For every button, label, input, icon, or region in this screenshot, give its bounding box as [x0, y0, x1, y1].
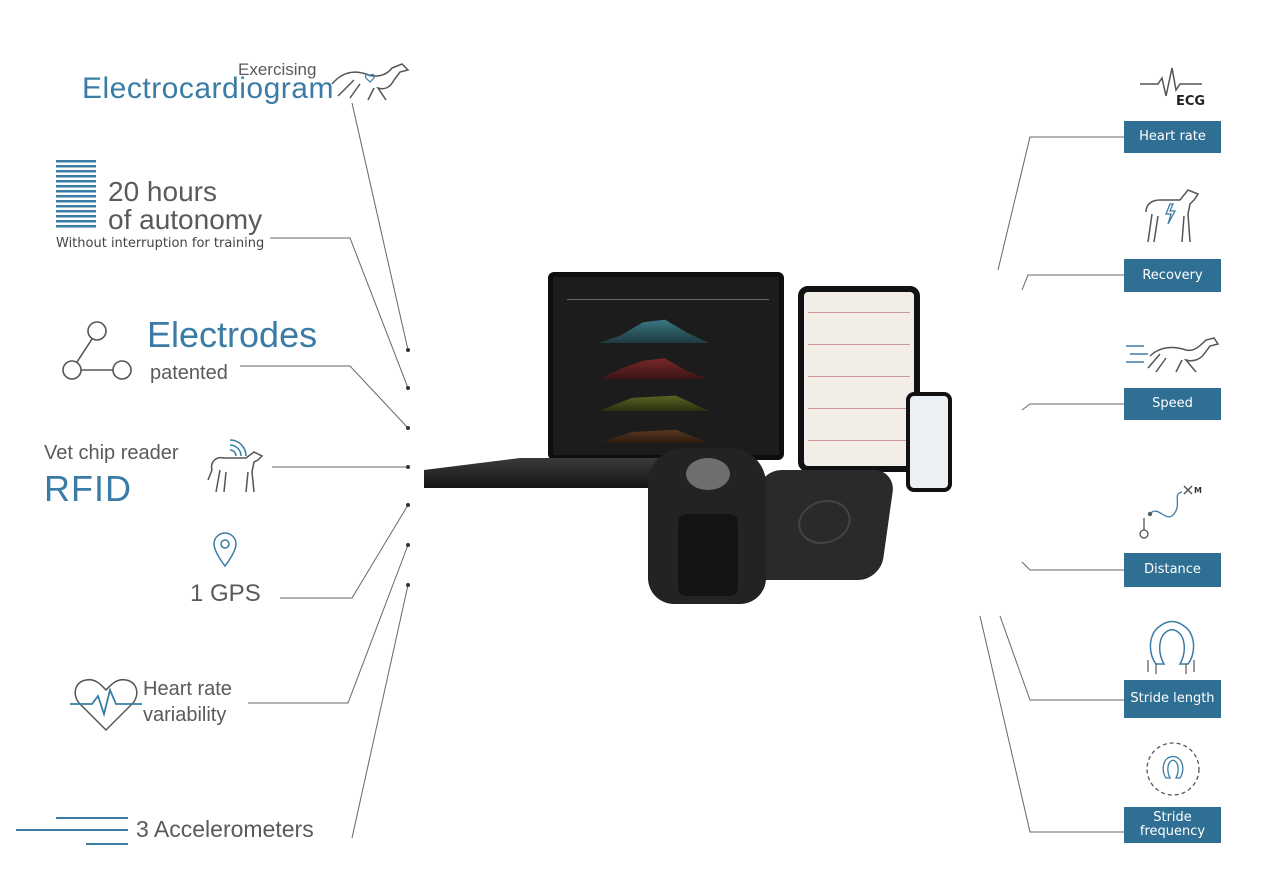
charging-pad: [744, 470, 896, 580]
heart-ecg-icon: [70, 678, 142, 732]
rfid-horse-icon: [207, 439, 264, 493]
electrodes-triangle-icon: [62, 321, 132, 380]
horseshoe-rotation-icon: [1146, 742, 1200, 796]
ecg-label: ECG: [1176, 94, 1206, 109]
horse-lightning-icon: [1145, 189, 1200, 243]
ecg-wave-icon: [1140, 67, 1202, 97]
device-illustration: [422, 272, 1022, 612]
hours-label: 20 hours: [108, 176, 217, 207]
autonomy-label: of autonomy: [108, 204, 263, 235]
gps-pin-icon: [213, 532, 237, 568]
horseshoe-icon: [1147, 620, 1195, 674]
tablet: [798, 286, 920, 472]
galloping-horse-icon: [1126, 337, 1220, 373]
stride-frequency-line-1: Stride: [1153, 810, 1192, 825]
tracker-device: [648, 448, 766, 604]
route-map-icon: M: [1139, 485, 1202, 539]
recovery-badge: Recovery: [1124, 259, 1221, 292]
rfid-label: RFID: [44, 468, 132, 509]
battery-bars-icon: [56, 160, 96, 228]
heart-rate-badge: Heart rate: [1124, 121, 1221, 153]
motion-lines-icon: [16, 817, 128, 845]
phone: [906, 392, 952, 492]
gps-label: 1 GPS: [190, 580, 261, 607]
accelerometers-label: 3 Accelerometers: [136, 816, 314, 842]
stride-frequency-badge: Stride frequency: [1124, 807, 1221, 843]
stride-length-badge: Stride length: [1124, 680, 1221, 718]
hrv-label-2: variability: [143, 704, 227, 726]
patented-label: patented: [150, 362, 228, 384]
exercising-label: Exercising: [238, 60, 317, 79]
speed-badge: Speed: [1124, 388, 1221, 420]
distance-badge: Distance: [1124, 553, 1221, 587]
laptop-screen: [548, 272, 784, 460]
electrocardiogram-label: Electrocardiogram: [82, 72, 334, 105]
electrodes-label: Electrodes: [147, 314, 318, 355]
stride-frequency-line-2: frequency: [1139, 824, 1206, 839]
svg-text:M: M: [1194, 486, 1202, 495]
horse-heart-icon: [331, 63, 410, 101]
without-interruption-label: Without interruption for training: [56, 236, 265, 251]
vet-chip-label: Vet chip reader: [44, 442, 179, 464]
hrv-label-1: Heart rate: [143, 678, 232, 700]
